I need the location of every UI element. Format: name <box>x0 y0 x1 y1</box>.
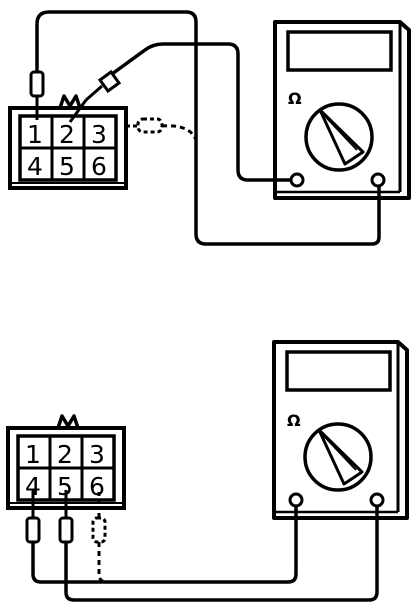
lower-connector-pin-3: 3 <box>89 440 105 469</box>
lower-meter-display <box>285 350 392 392</box>
lower-connector-pin-1: 1 <box>25 440 41 469</box>
lower-connector-pin-2: 2 <box>57 440 73 469</box>
upper-connector: 1 2 3 4 5 6 <box>8 94 128 190</box>
lower-meter-dial <box>303 422 373 492</box>
lower-ohmmeter: Ω <box>272 340 409 520</box>
lower-meter-dial-pointer-inner <box>321 433 357 471</box>
upper-meter-dial-pointer-inner <box>322 113 358 151</box>
lower-probe-alt-lead <box>97 542 108 584</box>
lower-probe-a <box>25 490 298 584</box>
upper-meter-ohm-symbol: Ω <box>288 89 302 108</box>
upper-meter-terminal-left <box>289 172 305 188</box>
upper-probe-b-tip <box>68 99 88 123</box>
lower-probe-a-handle <box>25 516 41 544</box>
upper-connector-pin-3: 3 <box>91 120 107 149</box>
lower-meter-ohm-symbol: Ω <box>287 411 301 430</box>
upper-connector-pin-6: 6 <box>91 152 107 181</box>
upper-meter-display <box>286 30 393 72</box>
upper-probe-alt-lead <box>161 124 198 141</box>
upper-probe-a <box>29 10 381 246</box>
upper-meter-dial-pointer <box>318 108 365 166</box>
lower-connector-pin-5: 5 <box>57 472 73 501</box>
upper-probe-a-handle <box>29 70 45 98</box>
lower-meter-terminal-right <box>369 492 385 508</box>
upper-connector-pin-4: 4 <box>27 152 43 181</box>
lower-probe-b-handle <box>58 516 74 544</box>
upper-probe-b-shaft <box>85 84 103 102</box>
lower-probe-a-lead <box>31 506 298 584</box>
upper-figure: Ω 1 2 3 4 5 6 <box>8 10 411 246</box>
lower-meter-dial-pointer <box>317 428 364 486</box>
lower-connector-pin-4: 4 <box>25 472 41 501</box>
upper-meter-dial <box>304 102 374 172</box>
upper-connector-pin-1: 1 <box>27 120 43 149</box>
upper-ohmmeter: Ω <box>273 20 411 200</box>
upper-probe-alt-handle <box>136 117 164 134</box>
upper-connector-pin-5: 5 <box>59 152 75 181</box>
upper-connector-pin-2: 2 <box>59 120 75 149</box>
upper-meter-terminal-right <box>370 172 386 188</box>
upper-probe-b-handle <box>97 69 122 94</box>
upper-probe-alt-dashed <box>126 117 198 141</box>
lower-probe-b-lead <box>64 506 379 602</box>
lower-meter-terminal-left <box>288 492 304 508</box>
lower-probe-b <box>58 490 379 602</box>
upper-probe-b-lead <box>110 42 291 182</box>
upper-probe-b <box>68 42 291 182</box>
lower-connector-pin-6: 6 <box>89 472 105 501</box>
lower-probe-alt-dashed <box>91 492 108 584</box>
lower-probe-alt-handle <box>91 516 107 544</box>
upper-probe-a-lead <box>35 10 381 246</box>
lower-figure: Ω 1 2 3 4 5 6 <box>6 340 409 602</box>
